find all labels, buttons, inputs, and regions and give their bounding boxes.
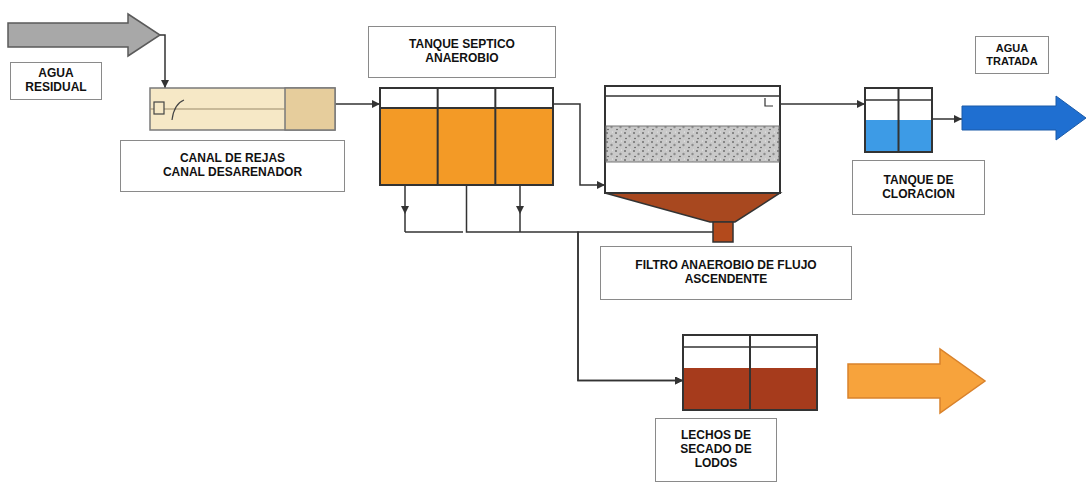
- node-label-box: LECHOS DE SECADO DE LODOS: [655, 418, 777, 482]
- node-label: LECHOS DE SECADO DE LODOS: [662, 429, 770, 470]
- channel-divider: [150, 109, 285, 110]
- filter-media: [606, 126, 779, 162]
- flow-line: [932, 118, 962, 120]
- node-shape: [683, 335, 817, 410]
- node-label: CANAL DESARENADOR: [163, 166, 302, 180]
- node-label: TANQUE SEPTICO ANAEROBIO: [375, 38, 549, 66]
- outflow-arrow: AGUA TRATADA: [962, 96, 1086, 140]
- node-label: FILTRO ANAEROBIO DE FLUJO ASCENDENTE: [607, 259, 845, 287]
- bar-screen: [172, 100, 184, 120]
- chlorination-divider: [898, 88, 900, 152]
- bed-divider: [749, 335, 751, 410]
- bed-body: [683, 335, 817, 410]
- grit-chamber: [285, 88, 335, 130]
- outflow-arrow-shape: [962, 96, 1086, 140]
- node-label-box: AGUA RESIDUAL: [10, 62, 102, 100]
- node-shape: [962, 96, 1086, 140]
- screen-grit-channel: CANAL DE REJASCANAL DESARENADOR: [150, 88, 335, 130]
- node-shape: [605, 86, 780, 242]
- node-label-box: AGUA TRATADA: [975, 36, 1049, 74]
- inflow-arrow-shape: [8, 14, 160, 56]
- anaerobic-filter: FILTRO ANAEROBIO DE FLUJO ASCENDENTE: [605, 86, 780, 242]
- node-label: TANQUE DE CLORACION: [859, 174, 978, 202]
- chlorination-body: [865, 88, 932, 152]
- node-label: AGUA RESIDUAL: [17, 67, 95, 95]
- sludge-drop: [519, 214, 521, 232]
- sludge-drop: [404, 214, 406, 232]
- septic-tank: TANQUE SEPTICO ANAEROBIO: [380, 88, 553, 185]
- filter-top-line: [605, 95, 780, 97]
- tank-freeboard: [380, 88, 553, 108]
- sludge-outlet: [713, 222, 733, 242]
- sludge-output-arrow: [848, 349, 985, 413]
- inflow-arrow: AGUA RESIDUAL: [8, 14, 160, 56]
- node-label-box: CANAL DE REJASCANAL DESARENADOR: [120, 140, 345, 192]
- tank-body: [380, 88, 553, 185]
- filter-body: [605, 86, 780, 193]
- sludge-drying-beds: LECHOS DE SECADO DE LODOS: [683, 335, 817, 410]
- effluent-weir: [765, 98, 773, 106]
- node-label-box: FILTRO ANAEROBIO DE FLUJO ASCENDENTE: [600, 246, 852, 300]
- tank-baffle: [437, 88, 439, 185]
- flow-line: [780, 103, 865, 105]
- flow-line: [553, 104, 605, 185]
- sludge-collector: [405, 231, 463, 233]
- sludge-drop: [404, 186, 406, 214]
- channel-body: [150, 88, 335, 130]
- node-label-box: TANQUE SEPTICO ANAEROBIO: [368, 26, 556, 78]
- node-shape: [8, 14, 160, 56]
- node-shape: [150, 88, 335, 130]
- screen-box: [154, 102, 164, 114]
- node-shape: [865, 88, 932, 152]
- tank-baffle: [494, 88, 496, 185]
- chlorination-tank: TANQUE DE CLORACION: [865, 88, 932, 152]
- flow-line: [335, 103, 380, 105]
- filter-hopper: [605, 193, 780, 222]
- flow-line: [160, 35, 165, 88]
- node-label: CANAL DE REJAS: [180, 152, 285, 166]
- node-label-box: TANQUE DE CLORACION: [852, 160, 985, 215]
- node-label: AGUA TRATADA: [982, 42, 1042, 67]
- node-shape: [380, 88, 553, 185]
- sludge-drop: [519, 186, 521, 214]
